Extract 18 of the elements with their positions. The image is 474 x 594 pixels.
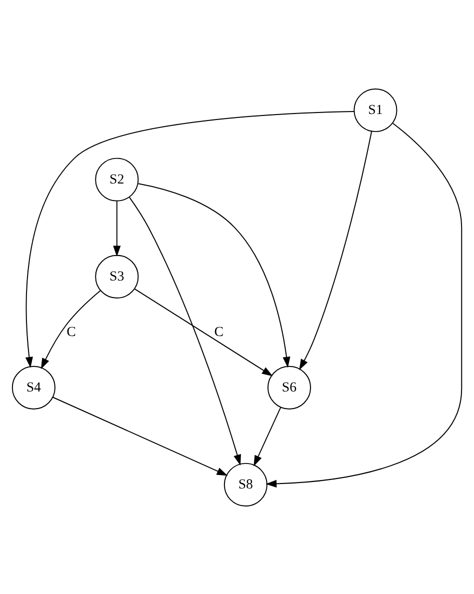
node-circle: S3 <box>95 254 139 298</box>
arrow <box>25 110 355 368</box>
node-circle: S8 <box>224 462 268 506</box>
node-circle: S4 <box>12 365 56 409</box>
arrow <box>138 182 290 368</box>
arrow <box>128 196 241 466</box>
node-circle: S1 <box>354 88 398 132</box>
arrow <box>299 130 372 370</box>
arrow <box>254 406 282 466</box>
arrow <box>40 289 101 369</box>
arrow <box>113 200 121 256</box>
node-circle: S6 <box>267 365 312 409</box>
arrow <box>52 396 228 476</box>
arrow <box>266 122 462 488</box>
arrow <box>134 288 273 376</box>
node-circle: S2 <box>95 157 139 201</box>
edge-label: C <box>214 323 224 338</box>
edge-label: C <box>66 323 76 338</box>
